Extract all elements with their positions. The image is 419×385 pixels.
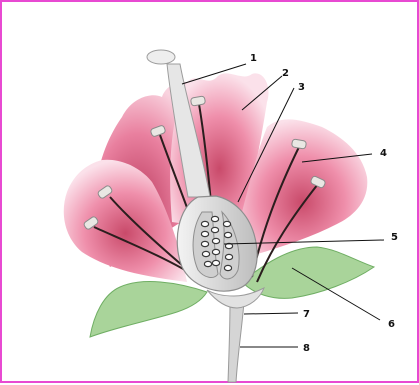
label-4: 4 (380, 148, 387, 159)
stalk (228, 302, 244, 382)
label-1: 1 (250, 53, 257, 64)
label-7: 7 (303, 309, 310, 320)
label-3: 3 (298, 82, 305, 93)
stigma (147, 50, 175, 64)
label-5: 5 (391, 232, 398, 243)
label-8: 8 (303, 343, 310, 354)
label-2: 2 (282, 68, 289, 79)
sepal-left (90, 282, 207, 337)
label-6: 6 (388, 319, 395, 330)
